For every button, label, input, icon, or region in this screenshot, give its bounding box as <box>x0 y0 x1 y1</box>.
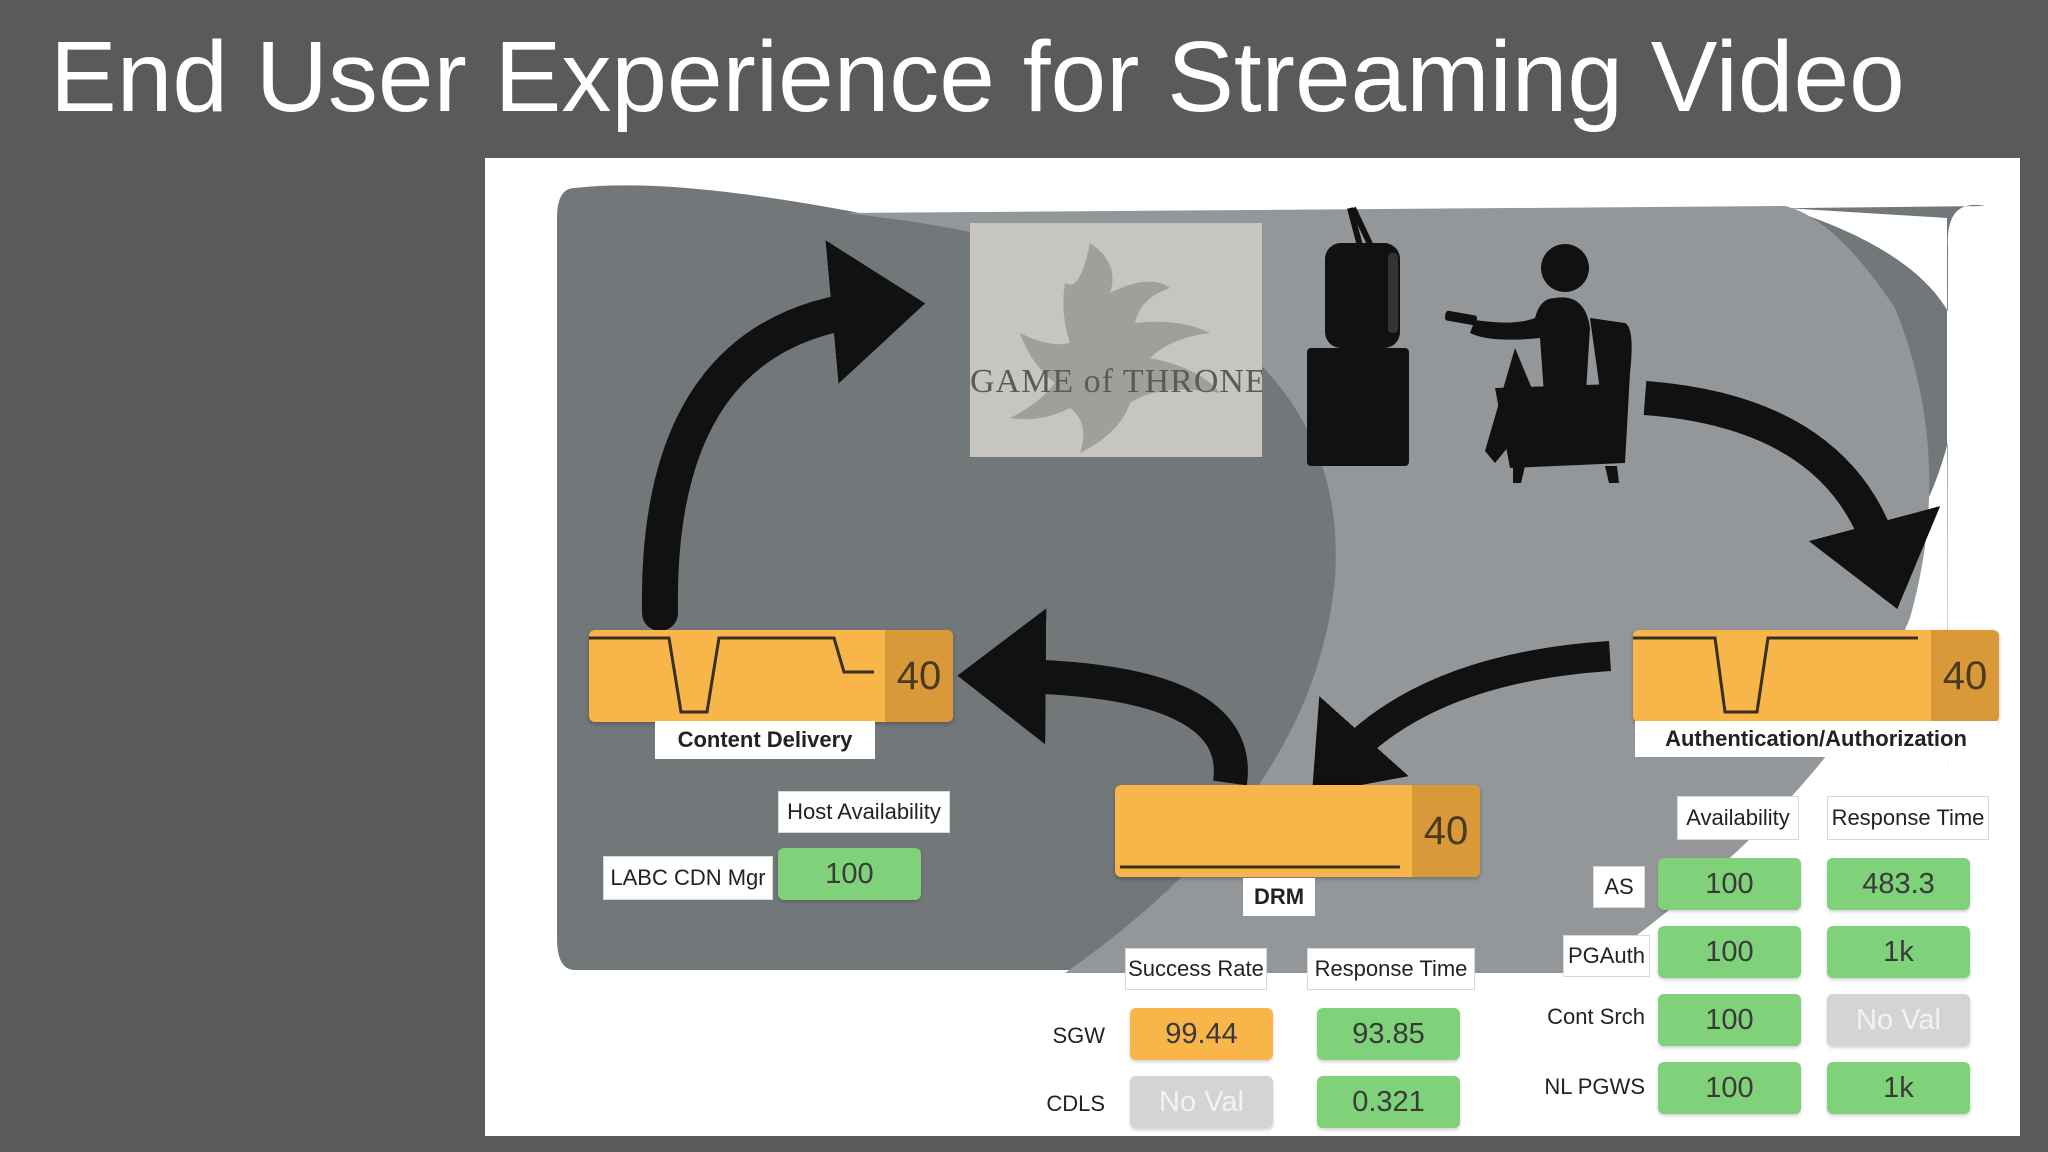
pgauth-response-time-tile[interactable]: 1k <box>1827 926 1970 978</box>
drm-response-time-header: Response Time <box>1307 948 1475 990</box>
auth-availability-header: Availability <box>1677 796 1799 840</box>
drm-gauge-value: 40 <box>1412 785 1480 877</box>
cont-srch-response-time-tile[interactable]: No Val <box>1827 994 1970 1046</box>
arrow-content-delivery-to-show <box>641 240 926 631</box>
sgw-response-time-tile[interactable]: 93.85 <box>1317 1008 1460 1060</box>
auth-sparkline <box>1633 636 1918 714</box>
content-delivery-gauge-value: 40 <box>885 630 953 722</box>
arrow-drm-to-content-delivery <box>957 608 1248 786</box>
host-availability-header: Host Availability <box>778 791 950 833</box>
nl-pgws-response-time-tile[interactable]: 1k <box>1827 1062 1970 1114</box>
arrow-viewer-to-auth <box>1643 381 1941 609</box>
auth-gauge[interactable]: 40 <box>1633 630 1999 722</box>
drm-row-label-cdls: CDLS <box>1046 1091 1105 1116</box>
content-delivery-sparkline <box>589 636 874 714</box>
cdls-response-time-tile[interactable]: 0.321 <box>1317 1076 1460 1128</box>
slide-title: End User Experience for Streaming Video <box>50 21 1905 133</box>
dashboard-background-art <box>557 185 1985 973</box>
pgauth-availability-tile[interactable]: 100 <box>1658 926 1801 978</box>
as-availability-tile[interactable]: 100 <box>1658 858 1801 910</box>
drm-row-label-sgw: SGW <box>1052 1023 1105 1048</box>
drm-sparkline <box>1120 865 1400 869</box>
auth-row-label-nl-pgws: NL PGWS <box>1544 1074 1645 1099</box>
auth-row-label-as: AS <box>1593 866 1645 908</box>
viewer-icon <box>1444 244 1632 483</box>
tv-icon <box>1307 206 1409 466</box>
dragon-poster-image <box>1010 243 1220 453</box>
show-poster[interactable]: GAME of THRONES <box>970 223 1262 457</box>
nl-pgws-availability-tile[interactable]: 100 <box>1658 1062 1801 1114</box>
show-title-text: GAME of THRONES <box>970 363 1262 400</box>
auth-row-label-cont-srch: Cont Srch <box>1547 1004 1645 1029</box>
auth-response-time-header: Response Time <box>1827 796 1989 840</box>
sgw-success-rate-tile[interactable]: 99.44 <box>1130 1008 1273 1060</box>
cont-srch-availability-tile[interactable]: 100 <box>1658 994 1801 1046</box>
cdn-mgr-row-label: LABC CDN Mgr <box>603 856 773 900</box>
drm-gauge[interactable]: 40 <box>1115 785 1480 877</box>
arrow-auth-to-drm <box>1311 641 1611 795</box>
cdn-mgr-host-availability-tile[interactable]: 100 <box>778 848 921 900</box>
auth-gauge-value: 40 <box>1931 630 1999 722</box>
cdls-success-rate-tile[interactable]: No Val <box>1130 1076 1273 1128</box>
drm-success-rate-header: Success Rate <box>1125 948 1267 990</box>
auth-label: Authentication/Authorization <box>1635 721 1997 757</box>
auth-row-label-pgauth: PGAuth <box>1563 935 1650 977</box>
as-response-time-tile[interactable]: 483.3 <box>1827 858 1970 910</box>
drm-label: DRM <box>1243 878 1315 916</box>
content-delivery-gauge[interactable]: 40 <box>589 630 953 722</box>
content-delivery-label: Content Delivery <box>655 721 875 759</box>
dashboard-panel: GAME of THRONES 40 Content Delivery 40 A… <box>485 158 2020 1136</box>
